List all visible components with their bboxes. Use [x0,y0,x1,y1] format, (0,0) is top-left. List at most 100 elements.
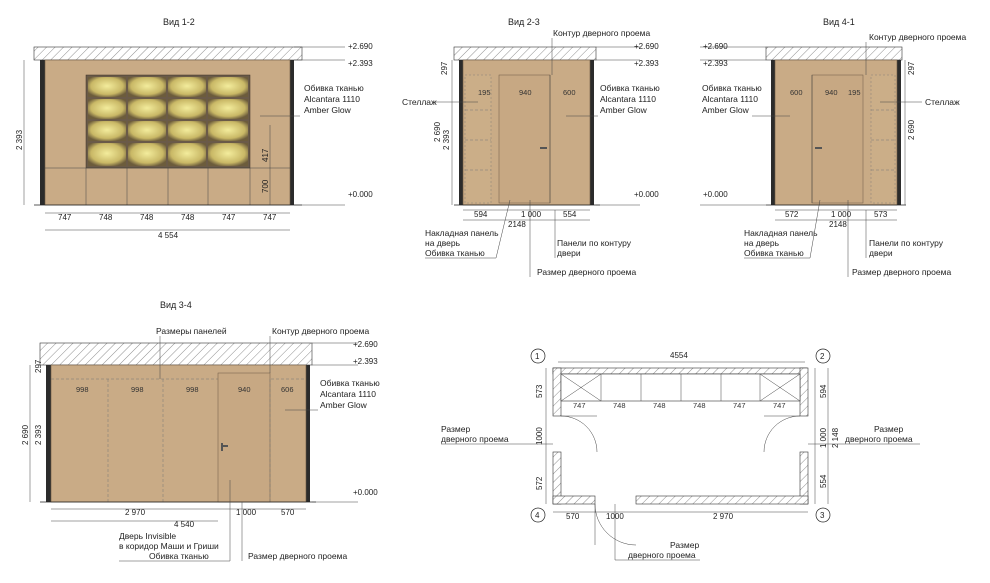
level-mark-top: +2.690 [348,42,373,51]
plan-shelf-row [560,373,801,402]
bottom-widths: 747 748 748 748 747 747 [58,213,277,222]
door-swing-bottom [594,503,637,546]
svg-text:дверного проема: дверного проема [441,434,509,444]
svg-text:747: 747 [733,401,746,410]
view-2-3: Вид 2-3 Контур дверного проема +2.690 +2… [402,17,660,277]
svg-text:2 393: 2 393 [34,424,43,445]
svg-text:дверного проема: дверного проема [845,434,913,444]
svg-text:Стеллаж: Стеллаж [925,97,960,107]
svg-text:3: 3 [820,511,825,520]
svg-text:748: 748 [181,213,195,222]
svg-text:297: 297 [907,61,916,75]
svg-text:600: 600 [563,88,576,97]
svg-text:2148: 2148 [508,220,526,229]
dim-700: 700 [261,179,270,193]
svg-text:+2.393: +2.393 [703,59,728,68]
svg-text:Обивка тканью: Обивка тканью [744,248,804,258]
svg-text:998: 998 [131,385,144,394]
svg-text:1 000: 1 000 [236,508,257,517]
svg-text:Alcantara 1110: Alcantara 1110 [702,94,758,104]
svg-text:дверного проема: дверного проема [628,550,696,560]
svg-text:2 690: 2 690 [907,119,916,140]
svg-text:Панели по контуру: Панели по контуру [557,238,632,248]
svg-text:606: 606 [281,385,294,394]
svg-text:297: 297 [34,359,43,373]
svg-text:Обивка тканью: Обивка тканью [149,551,209,561]
panel-sizes-label: Размеры панелей [156,326,227,336]
svg-text:Накладная панель: Накладная панель [744,228,818,238]
view-title: Вид 4-1 [823,17,855,27]
svg-text:2 690: 2 690 [21,424,30,445]
svg-text:2 970: 2 970 [713,512,734,521]
door-contour-label: Контур дверного проема [553,28,650,38]
svg-text:Размер дверного проема: Размер дверного проема [248,551,347,561]
svg-text:+0.000: +0.000 [634,190,659,199]
svg-text:двери: двери [557,248,581,258]
door-swing-right [763,415,801,453]
svg-text:+2.393: +2.393 [353,357,378,366]
door-handle [540,147,547,149]
svg-text:Amber Glow: Amber Glow [702,105,750,115]
svg-text:747: 747 [58,213,72,222]
view-title: Вид 1-2 [163,17,195,27]
svg-text:двери: двери [869,248,893,258]
fabric-note-line2: Alcantara 1110 [304,94,360,104]
rack-outline [464,74,492,204]
svg-text:940: 940 [825,88,838,97]
door-leaf [498,74,551,204]
svg-text:Контур дверного проема: Контур дверного проема [272,326,369,336]
svg-text:195: 195 [848,88,861,97]
svg-text:594: 594 [474,210,488,219]
svg-text:1 000: 1 000 [521,210,542,219]
svg-text:Обивка тканью: Обивка тканью [320,378,380,388]
svg-text:+2.690: +2.690 [703,42,728,51]
svg-text:940: 940 [519,88,532,97]
svg-text:2 393: 2 393 [442,129,451,150]
svg-text:748: 748 [613,401,626,410]
svg-text:Alcantara 1110: Alcantara 1110 [320,389,376,399]
ceiling-slab [453,46,597,61]
view-title: Вид 3-4 [160,300,192,310]
level-mark-zero: +0.000 [348,190,373,199]
svg-text:748: 748 [653,401,666,410]
svg-text:747: 747 [263,213,277,222]
svg-text:572: 572 [785,210,799,219]
axis-marker-3 [815,507,831,523]
svg-text:297: 297 [440,61,449,75]
svg-text:+2.690: +2.690 [634,42,659,51]
svg-text:4: 4 [535,511,540,520]
door-swing-left [560,415,598,453]
fabric-note-line3: Amber Glow [304,105,352,115]
right-wall [290,60,294,205]
dim-total: 4 554 [158,231,179,240]
svg-text:Размер: Размер [670,540,699,550]
svg-text:554: 554 [819,474,828,488]
svg-text:Размер: Размер [874,424,903,434]
svg-text:на дверь: на дверь [744,238,780,248]
svg-text:Amber Glow: Amber Glow [600,105,648,115]
view-1-2: Вид 1-2 +2.690 +2.393 +0.000 Обивка ткан… [15,17,373,240]
floor-plan: 1 2 3 4 4554 747 748 748 748 747 747 [441,348,920,561]
svg-text:+2.393: +2.393 [634,59,659,68]
svg-text:1 000: 1 000 [831,210,852,219]
svg-text:195: 195 [478,88,491,97]
svg-text:Обивка тканью: Обивка тканью [425,248,485,258]
svg-text:748: 748 [140,213,154,222]
svg-text:Накладная панель: Накладная панель [425,228,499,238]
ceiling-slab [33,46,303,61]
svg-text:2 690: 2 690 [433,121,442,142]
svg-text:2 148: 2 148 [831,427,840,448]
svg-text:2148: 2148 [829,220,847,229]
svg-text:+0.000: +0.000 [703,190,728,199]
svg-text:Контур дверного проема: Контур дверного проема [869,32,966,42]
svg-text:600: 600 [790,88,803,97]
shelving-unit [45,74,290,205]
view-4-1: Вид 4-1 Контур дверного проема +2.690 +2… [700,17,966,277]
svg-text:998: 998 [76,385,89,394]
svg-text:2 970: 2 970 [125,508,146,517]
svg-text:Размер дверного проема: Размер дверного проема [537,267,636,277]
left-wall [40,60,45,205]
view-title: Вид 2-3 [508,17,540,27]
